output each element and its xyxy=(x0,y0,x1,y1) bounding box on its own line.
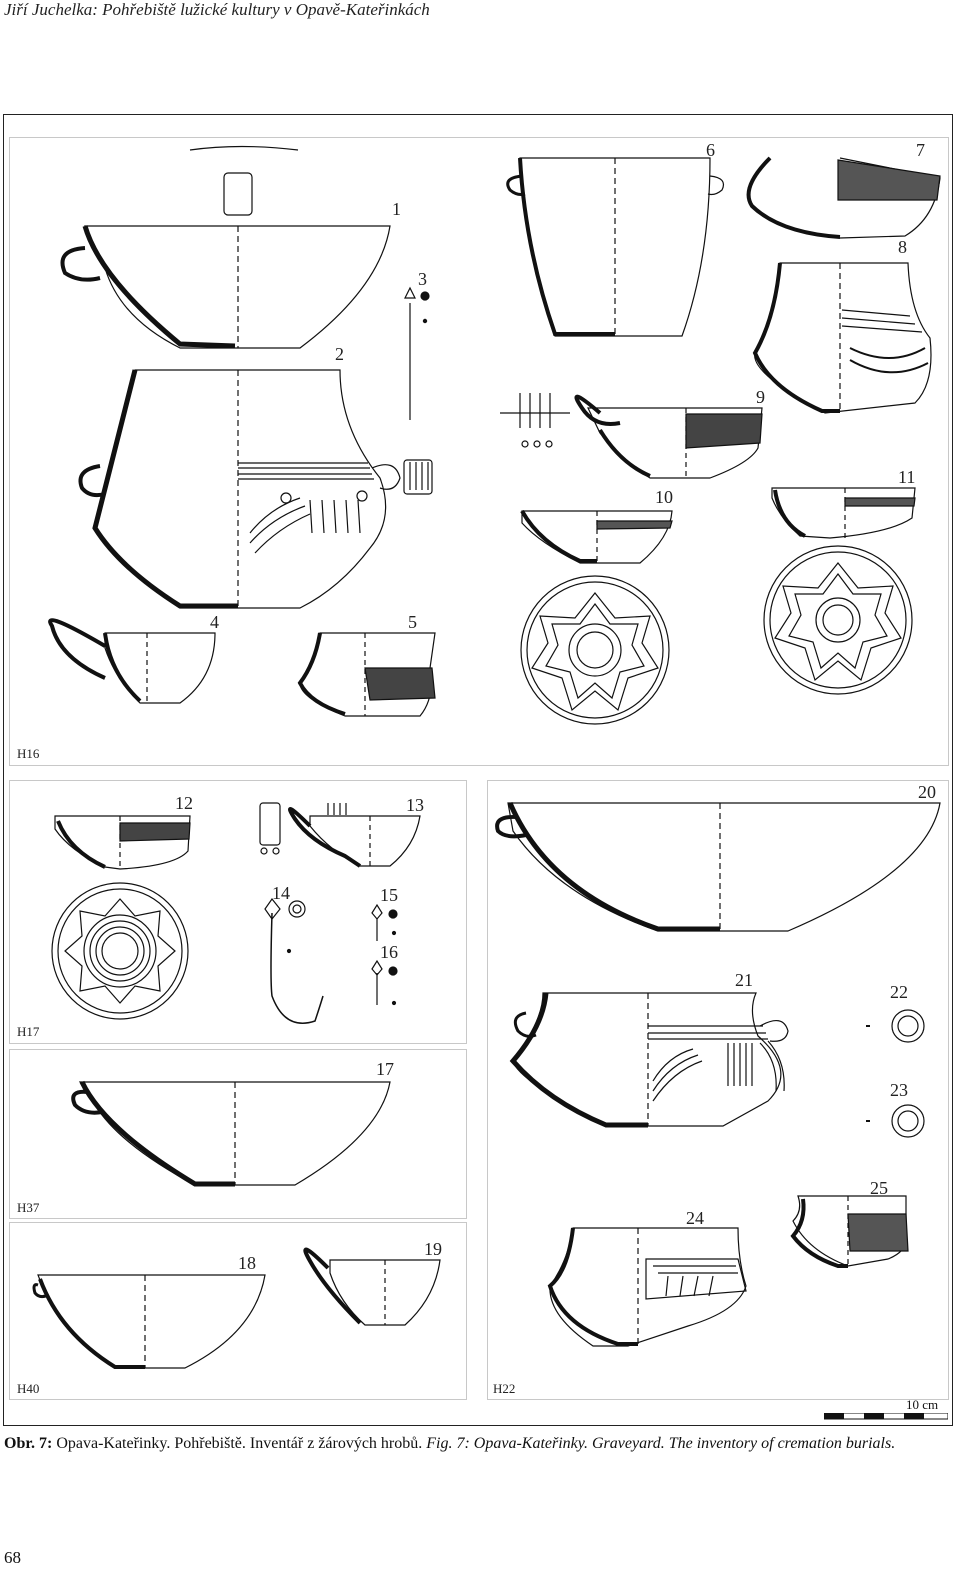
fig-number-1: 1 xyxy=(392,199,401,219)
caption-en: Fig. 7: Opava-Kateřinky. Graveyard. The … xyxy=(426,1435,896,1452)
fig-number-24: 24 xyxy=(686,1208,704,1228)
scale-label: 10 cm xyxy=(906,1397,939,1412)
fig-number-18: 18 xyxy=(238,1253,256,1273)
caption-cz: Opava-Kateřinky. Pohřebiště. Inventář z … xyxy=(56,1435,423,1452)
fig-number-14: 14 xyxy=(272,883,290,903)
page-number: 68 xyxy=(4,1548,21,1567)
panel-h40: 18 19 H40 xyxy=(9,1222,467,1400)
fig-number-13: 13 xyxy=(406,795,424,815)
fig-number-17: 17 xyxy=(376,1059,394,1079)
h16-drawings xyxy=(48,145,941,725)
figure-caption: Obr. 7: Opava-Kateřinky. Pohřebiště. Inv… xyxy=(4,1433,954,1454)
fig-number-19: 19 xyxy=(424,1239,442,1259)
h22-drawings xyxy=(495,802,941,1347)
fig-number-3: 3 xyxy=(418,269,427,289)
fig-number-25: 25 xyxy=(870,1178,888,1198)
fig-number-4: 4 xyxy=(210,612,219,632)
fig-number-22: 22 xyxy=(890,982,908,1002)
fig-number-16: 16 xyxy=(380,942,398,962)
h17-drawings xyxy=(51,802,421,1024)
panel-label-h22: H22 xyxy=(493,1381,516,1396)
panel-label-h37: H37 xyxy=(17,1200,40,1215)
fig-number-10: 10 xyxy=(655,487,673,507)
panel-h17: 12 13 14 15 16 H17 xyxy=(9,780,467,1044)
panel-h22: 20 21 22 23 24 25 H22 xyxy=(487,780,949,1400)
panel-label-h40: H40 xyxy=(17,1381,40,1396)
figure-plate: 1 2 3 4 5 6 7 8 9 10 11 H16 xyxy=(3,114,953,1426)
fig-number-5: 5 xyxy=(408,612,417,632)
fig-number-6: 6 xyxy=(706,140,715,160)
caption-label: Obr. 7: xyxy=(4,1435,53,1452)
h40-drawings xyxy=(32,1247,441,1369)
fig-number-15: 15 xyxy=(380,885,398,905)
fig-number-8: 8 xyxy=(898,237,907,257)
panel-h37: 17 H37 xyxy=(9,1049,467,1219)
panel-label-h17: H17 xyxy=(17,1024,40,1039)
h37-drawings xyxy=(71,1080,391,1187)
fig-number-11: 11 xyxy=(898,467,916,487)
fig-number-2: 2 xyxy=(335,344,344,364)
running-title: Jiří Juchelka: Pohřebiště lužické kultur… xyxy=(4,0,430,19)
fig-number-7: 7 xyxy=(916,140,925,160)
fig-number-23: 23 xyxy=(890,1080,908,1100)
fig-number-9: 9 xyxy=(756,387,765,407)
panel-h16: 1 2 3 4 5 6 7 8 9 10 11 H16 xyxy=(9,137,949,766)
scale-bar xyxy=(824,1413,948,1420)
fig-number-20: 20 xyxy=(918,782,936,802)
fig-number-21: 21 xyxy=(735,970,753,990)
panel-label-h16: H16 xyxy=(17,746,40,761)
fig-number-12: 12 xyxy=(175,793,193,813)
